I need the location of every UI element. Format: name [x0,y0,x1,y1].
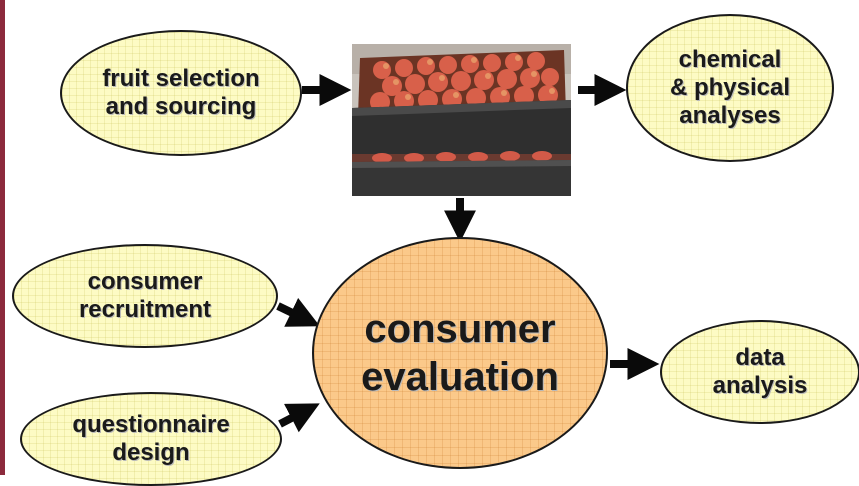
node-consumer-recruitment-label: consumer recruitment [78,268,212,323]
node-fruit-selection-label: fruit selection and sourcing [102,65,260,120]
node-fruit-selection: fruit selection and sourcing [60,30,302,156]
node-consumer-evaluation: consumer evaluation [312,237,608,469]
slide-accent-bar [0,0,5,475]
fruit-crate-photo [352,44,571,196]
arrow-recruitment-to-evaluation [276,297,320,327]
node-questionnaire-design: questionnaire design [20,392,282,486]
node-data-analysis-label: data analysis [712,344,808,399]
node-consumer-evaluation-label: consumer evaluation [361,307,559,399]
arrow-questionnaire-to-evaluation [278,403,320,433]
flow-arrows [276,74,660,433]
node-chemical-analyses-label: chemical & physical analyses [669,46,791,129]
node-data-analysis: data analysis [660,320,859,424]
node-chemical-analyses: chemical & physical analyses [626,14,834,162]
fruit-crate-illustration [352,44,571,196]
node-consumer-recruitment: consumer recruitment [12,244,278,348]
node-questionnaire-design-label: questionnaire design [72,411,230,466]
